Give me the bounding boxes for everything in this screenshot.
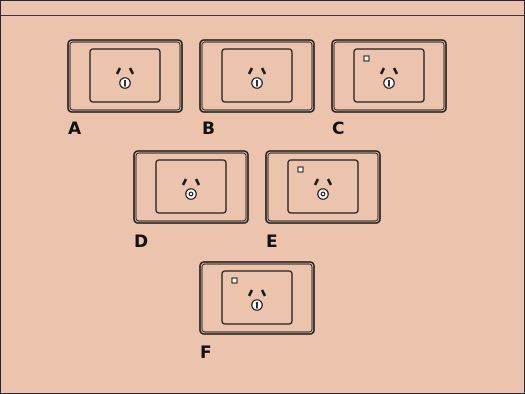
socket-face (353, 48, 425, 103)
socket-d (133, 150, 249, 224)
socket-b (199, 39, 315, 113)
neutral-pin-slot (194, 178, 201, 186)
socket-face (221, 270, 293, 325)
top-border (1, 1, 524, 16)
socket-label-e: E (266, 232, 278, 252)
socket-face (287, 159, 359, 214)
active-pin-slot (115, 67, 122, 75)
socket-face (221, 48, 293, 103)
active-pin-slot (313, 178, 320, 186)
neutral-pin-slot (260, 67, 267, 75)
socket-c (331, 39, 447, 113)
socket-face (89, 48, 161, 103)
active-pin-slot (247, 67, 254, 75)
socket-a (67, 39, 183, 113)
socket-label-d: D (134, 232, 148, 252)
earth-pin-surround (185, 188, 197, 200)
neutral-pin-slot (128, 67, 135, 75)
active-pin-slot (247, 289, 254, 297)
socket-plate-inner-edge (69, 41, 181, 111)
earth-pin-surround (317, 188, 329, 200)
socket-face (155, 159, 227, 214)
active-pin-slot (181, 178, 188, 186)
neutral-pin-slot (392, 67, 399, 75)
earth-pin-round (320, 191, 326, 197)
switch-indicator-icon (363, 55, 370, 62)
socket-plate-inner-edge (267, 152, 379, 222)
socket-plate-inner-edge (333, 41, 445, 111)
socket-plate-inner-edge (201, 263, 313, 333)
socket-plate-inner-edge (135, 152, 247, 222)
socket-e (265, 150, 381, 224)
socket-label-b: B (202, 119, 215, 139)
switch-indicator-icon (297, 166, 304, 173)
socket-label-f: F (200, 343, 212, 363)
socket-f (199, 261, 315, 335)
neutral-pin-slot (326, 178, 333, 186)
socket-label-c: C (332, 119, 344, 139)
socket-plate-inner-edge (201, 41, 313, 111)
active-pin-slot (379, 67, 386, 75)
socket-label-a: A (68, 119, 82, 139)
switch-indicator-icon (231, 277, 238, 284)
neutral-pin-slot (260, 289, 267, 297)
earth-pin-round (188, 191, 194, 197)
